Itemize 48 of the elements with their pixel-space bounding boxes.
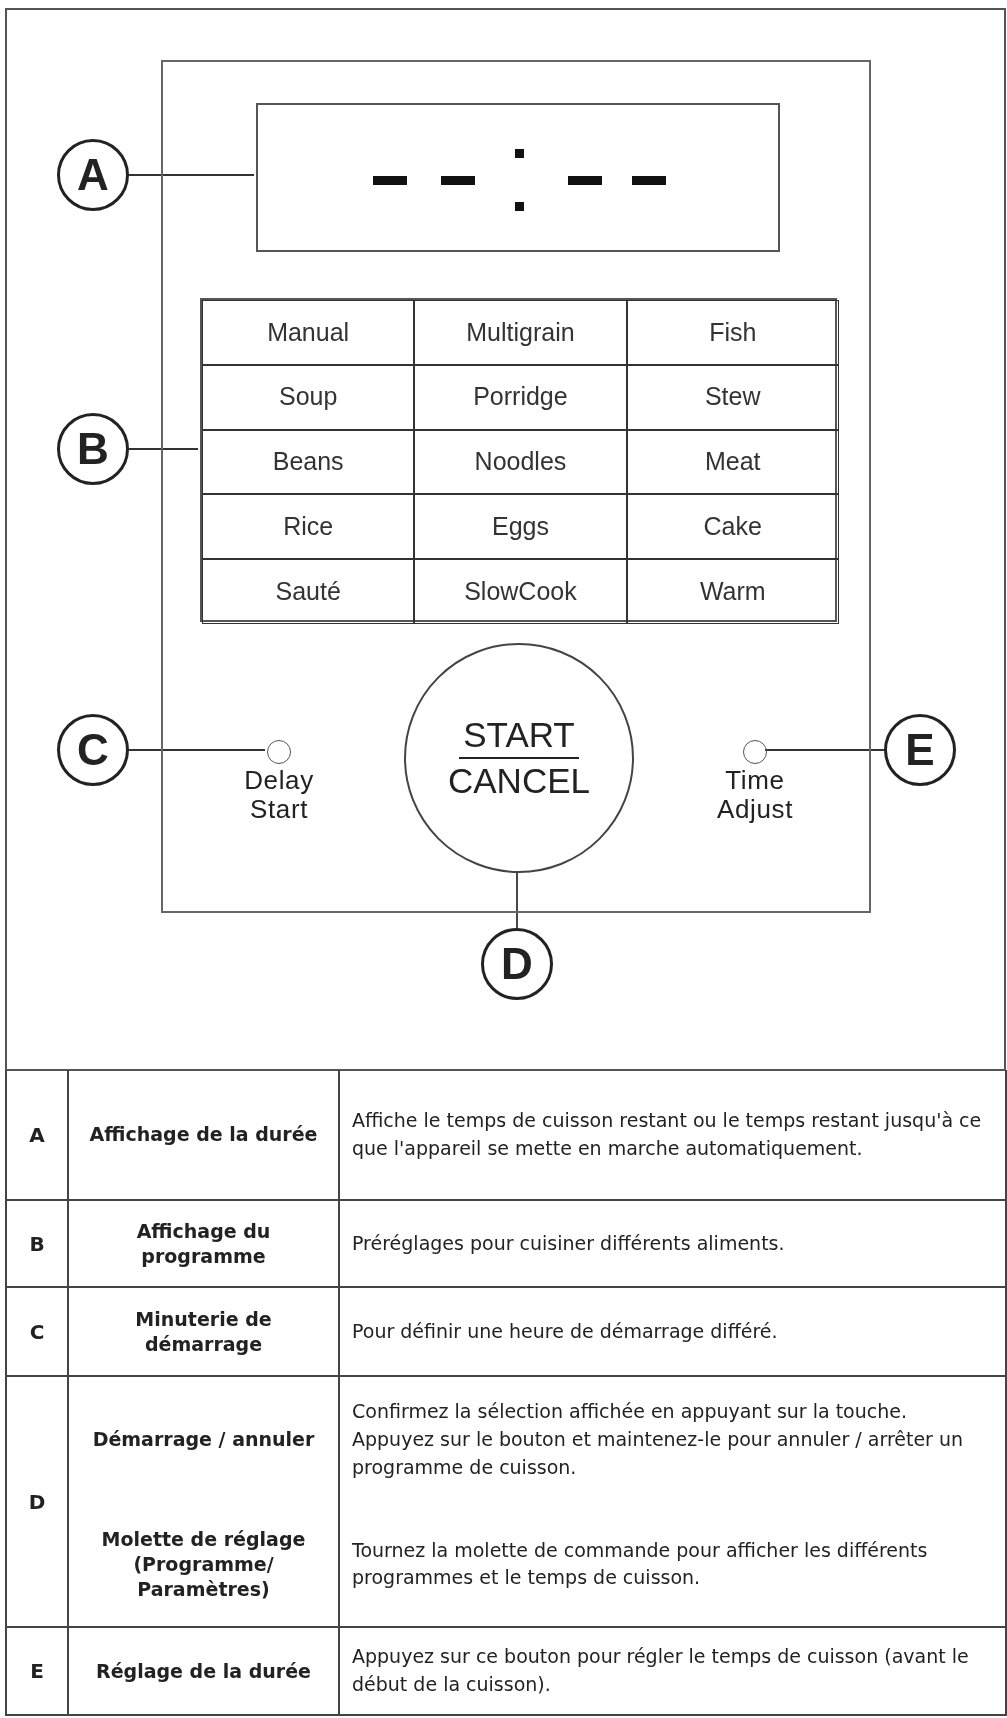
program-key: Warm <box>626 559 839 624</box>
table-cell: Tournez la molette de commande pour afficher les différents programmes et le temps de cuisson. <box>340 1502 1007 1628</box>
program-key: Porridge <box>414 364 627 430</box>
program-key: Stew <box>626 364 839 430</box>
program-key: Rice <box>202 494 415 560</box>
table-cell: Affichage du programme <box>69 1201 340 1288</box>
table-cell: Confirmez la sélection affichée en appuyant sur la touche. Appuyez sur le bouton et maintenez-le pour annuler / arrêter un programme de cuisson. <box>340 1377 1007 1503</box>
program-key: Multigrain <box>414 300 627 365</box>
table-cell: Minuterie de démarrage <box>69 1288 340 1377</box>
table-cell: Pour définir une heure de démarrage différé. <box>340 1288 1007 1377</box>
program-key: Sauté <box>202 559 415 624</box>
callout-letter: A <box>57 139 129 211</box>
table-cell: A <box>5 1070 69 1201</box>
control-panel <box>161 60 871 913</box>
leader-line <box>128 174 255 176</box>
table-cell: C <box>5 1288 69 1377</box>
table-cell: Appuyez sur ce bouton pour régler le temps de cuisson (avant le début de la cuisson). <box>340 1628 1007 1716</box>
callout-letter: E <box>884 714 956 786</box>
program-key: Manual <box>202 300 415 365</box>
leader-line <box>128 749 266 751</box>
table-cell: Molette de réglage (Programme/ Paramètres) <box>69 1502 340 1628</box>
table-cell: Réglage de la durée <box>69 1628 340 1716</box>
program-key: Beans <box>202 429 415 495</box>
leader-line <box>516 870 518 929</box>
program-key: Cake <box>626 494 839 560</box>
table-cell: Affiche le temps de cuisson restant ou le temps restant jusqu'à ce que l'appareil se mette en marche automatiquement. <box>340 1070 1007 1201</box>
time-display <box>256 103 780 252</box>
table-cell: Démarrage / annuler <box>69 1377 340 1503</box>
program-key: Meat <box>626 429 839 495</box>
leader-line <box>764 749 885 751</box>
leader-line <box>128 448 199 450</box>
button-caption: Time Adjust <box>715 766 795 824</box>
program-key: SlowCook <box>414 559 627 624</box>
program-key: Eggs <box>414 494 627 560</box>
table-cell: Affichage de la durée <box>69 1070 340 1201</box>
table-cell: E <box>5 1628 69 1716</box>
program-key: Fish <box>626 300 839 365</box>
table-cell: D <box>5 1377 69 1628</box>
table-cell: B <box>5 1201 69 1288</box>
table-cell: Préréglages pour cuisiner différents aliments. <box>340 1201 1007 1288</box>
callout-letter: D <box>481 928 553 1000</box>
program-key: Soup <box>202 364 415 430</box>
callout-letter: B <box>57 413 129 485</box>
callout-letter: C <box>57 714 129 786</box>
program-grid <box>200 298 837 622</box>
program-key: Noodles <box>414 429 627 495</box>
start-cancel-button: START CANCEL <box>404 643 634 873</box>
button-caption: Delay Start <box>243 766 315 824</box>
